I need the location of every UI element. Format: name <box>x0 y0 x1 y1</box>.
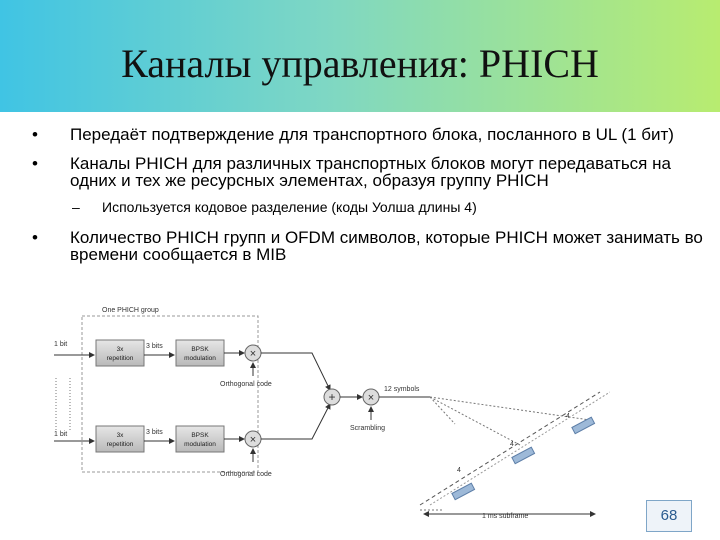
repetition-label: 3x <box>117 346 125 353</box>
sub-bullet-marker: – <box>72 199 80 215</box>
slide-number: 68 <box>646 500 692 532</box>
bullet-item: • Передаёт подтверждение для транспортно… <box>32 126 704 143</box>
repetition-label: repetition <box>107 441 134 448</box>
bullet-text: Передаёт подтверждение для транспортного… <box>70 125 674 144</box>
symbols-label: 12 symbols <box>384 386 420 393</box>
bpsk-block <box>175 425 225 453</box>
multiply-symbol: × <box>250 434 256 446</box>
bpsk-label: modulation <box>184 441 216 448</box>
group-count-label: 4 <box>510 441 514 448</box>
bpsk-label: BPSK <box>191 346 209 353</box>
repetition-block <box>95 339 145 367</box>
bullet-marker: • <box>32 228 38 247</box>
bullet-item: • Каналы PHICH для различных транспортны… <box>32 155 704 189</box>
group-count-label: 4 <box>457 467 461 474</box>
sub-bullet-text: Используется кодовое разделение (коды Уо… <box>102 199 477 215</box>
slide-title: Каналы управления: PHICH <box>121 41 599 86</box>
bullet-list: • Передаёт подтверждение для транспортно… <box>32 126 704 275</box>
input-bit-label: 1 bit <box>54 431 67 438</box>
bullet-item: • Количество PHICH групп и OFDM символов… <box>32 229 704 263</box>
repetition-label: 3x <box>117 432 125 439</box>
orthogonal-code-label: Orthogonal code <box>220 471 272 478</box>
group-count-label: 4 <box>566 413 570 420</box>
repetition-label: repetition <box>107 355 134 362</box>
bpsk-label: BPSK <box>191 432 209 439</box>
phich-processing-diagram: One PHICH group 1 bit 3x repetition 3 bi… <box>54 307 610 520</box>
plus-symbol: + <box>328 390 335 404</box>
multiply-symbol: × <box>368 392 374 404</box>
bpsk-label: modulation <box>184 355 216 362</box>
scrambling-label: Scrambling <box>350 425 385 432</box>
bullet-marker: • <box>32 154 38 173</box>
subframe-label: 1 ms subframe <box>482 513 528 520</box>
bullet-text: Количество PHICH групп и OFDM символов, … <box>70 228 703 264</box>
multiply-symbol: × <box>250 348 256 360</box>
bpsk-block <box>175 339 225 367</box>
orthogonal-code-label: Orthogonal code <box>220 381 272 388</box>
bullet-marker: • <box>32 125 38 144</box>
title-band: Каналы управления: PHICH <box>0 0 720 112</box>
bits-label: 3 bits <box>146 343 163 350</box>
sub-bullet-item: – Используется кодовое разделение (коды … <box>32 199 704 215</box>
group-label: One PHICH group <box>102 307 159 314</box>
phich-group-box <box>81 315 259 473</box>
bullet-text: Каналы PHICH для различных транспортных … <box>70 154 671 190</box>
input-bit-label: 1 bit <box>54 341 67 348</box>
resource-element-group <box>451 416 596 501</box>
repetition-block <box>95 425 145 453</box>
bits-label: 3 bits <box>146 429 163 436</box>
